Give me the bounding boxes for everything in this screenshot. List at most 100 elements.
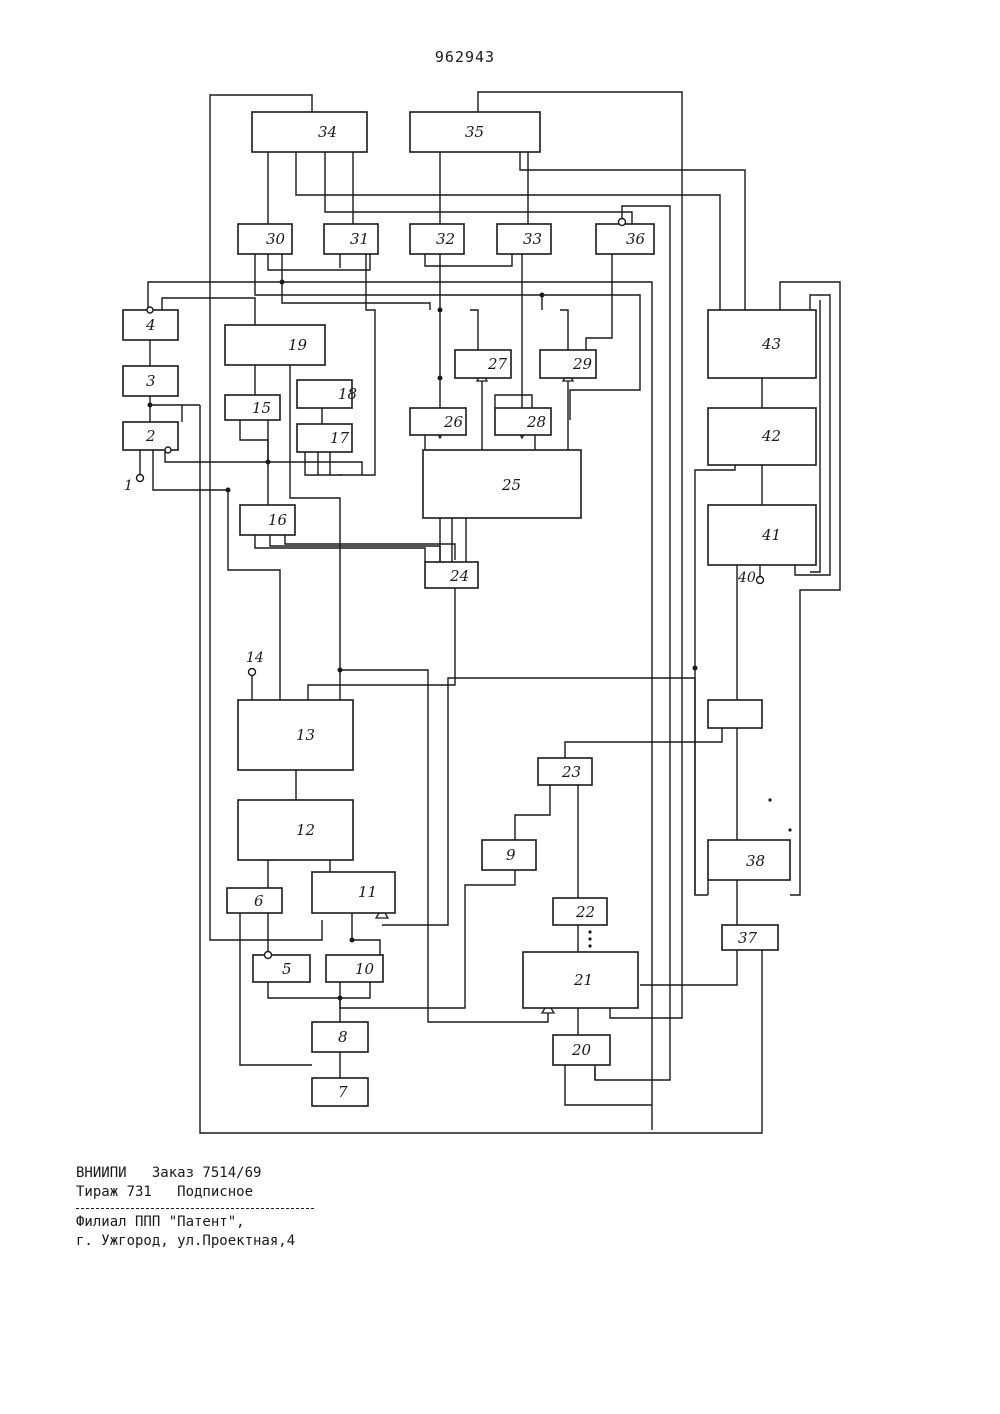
ellipsis-dot bbox=[588, 930, 591, 933]
block-4: 4 bbox=[123, 310, 178, 340]
junction-dot bbox=[226, 488, 231, 493]
block-6: 6 bbox=[227, 888, 282, 913]
block-label: 9 bbox=[506, 846, 516, 864]
block-43: 43 bbox=[708, 310, 816, 378]
block-label: 36 bbox=[626, 230, 646, 248]
terminal-node-4 bbox=[147, 307, 153, 313]
junction-dot bbox=[540, 293, 545, 298]
block-label: 29 bbox=[572, 355, 593, 373]
wire-24-13 bbox=[308, 588, 455, 700]
block-30: 30 bbox=[238, 224, 292, 254]
block-label: 11 bbox=[358, 883, 377, 901]
block-32: 32 bbox=[410, 224, 464, 254]
block-label: 5 bbox=[282, 960, 292, 978]
block-24: 24 bbox=[425, 562, 478, 588]
block-38: 38 bbox=[708, 840, 790, 880]
block-25: 25 bbox=[423, 450, 581, 518]
block-label: 16 bbox=[268, 511, 288, 529]
block-3: 3 bbox=[123, 366, 178, 396]
block-label: 19 bbox=[288, 336, 308, 354]
wire-16-24 bbox=[255, 535, 455, 562]
block-label: 13 bbox=[296, 726, 315, 744]
block-label: 26 bbox=[443, 413, 464, 431]
block-label: 2 bbox=[145, 427, 156, 445]
block-35: 35 bbox=[410, 112, 540, 152]
junction-dot bbox=[338, 996, 343, 1001]
block-26: 26 bbox=[410, 408, 466, 435]
junction-dot bbox=[280, 280, 285, 285]
terminal-40: 40 bbox=[737, 565, 764, 586]
block-27: 27 bbox=[455, 350, 511, 378]
block-label: 25 bbox=[501, 476, 521, 494]
block-16: 16 bbox=[240, 505, 295, 535]
block-29: 29 bbox=[540, 350, 596, 378]
block-label: 20 bbox=[571, 1041, 592, 1059]
block-12: 12 bbox=[238, 800, 353, 860]
block-label: 28 bbox=[526, 413, 546, 431]
block-36: 36 bbox=[596, 224, 654, 254]
footer-divider bbox=[76, 1208, 314, 1209]
junction-dot bbox=[266, 460, 271, 465]
wire-34-bus bbox=[325, 152, 632, 224]
block-label: 24 bbox=[449, 567, 469, 585]
wire-2-out bbox=[165, 450, 362, 475]
block-label: 4 bbox=[145, 316, 156, 334]
block-label: 27 bbox=[487, 355, 508, 373]
blocks: 34 35 30 31 32 33 36 4 3 2 19 15 18 17 1… bbox=[123, 112, 816, 1106]
block-label: 33 bbox=[523, 230, 542, 248]
wire-39-23 bbox=[565, 728, 722, 758]
block-42: 42 bbox=[708, 408, 816, 465]
block-label: 18 bbox=[338, 385, 357, 403]
ellipsis-dot bbox=[588, 944, 591, 947]
block-10: 10 bbox=[326, 955, 383, 982]
block-label: 6 bbox=[254, 892, 264, 910]
block-label: 17 bbox=[330, 429, 350, 447]
block-7: 7 bbox=[312, 1078, 368, 1106]
wire-to-29 bbox=[560, 310, 568, 350]
wire-20-loop bbox=[565, 1065, 652, 1105]
block-label: 34 bbox=[318, 123, 337, 141]
block-diagram: 34 35 30 31 32 33 36 4 3 2 19 15 18 17 1… bbox=[0, 0, 1000, 1150]
block-18: 18 bbox=[297, 380, 357, 408]
block-5: 5 bbox=[253, 955, 310, 982]
block-28: 28 bbox=[495, 408, 551, 435]
block-22: 22 bbox=[553, 898, 607, 925]
block-label: 32 bbox=[436, 230, 455, 248]
block-label: 43 bbox=[761, 335, 781, 353]
terminal-label: 1 bbox=[124, 478, 133, 494]
wire-37-21 bbox=[640, 950, 737, 985]
terminal-label: 14 bbox=[246, 650, 264, 666]
wire-5-8 bbox=[268, 982, 370, 1022]
terminal-node-36 bbox=[619, 219, 626, 226]
junction-dot bbox=[338, 668, 343, 673]
junction-dot bbox=[788, 828, 791, 831]
wire-36-right bbox=[595, 206, 670, 1080]
block-34: 34 bbox=[252, 112, 367, 152]
block-label: 8 bbox=[338, 1028, 348, 1046]
junction-dot bbox=[438, 376, 443, 381]
wire-30-19 bbox=[268, 254, 370, 270]
footer-line-order: ВНИИПИ Заказ 7514/69 bbox=[76, 1164, 396, 1183]
block-label: 3 bbox=[146, 372, 156, 390]
block-21: 21 bbox=[523, 952, 638, 1008]
block-label: 12 bbox=[296, 821, 315, 839]
block-label: 35 bbox=[465, 123, 484, 141]
block-2: 2 bbox=[123, 422, 178, 450]
wire-36-29 bbox=[586, 254, 612, 352]
footer-line-circulation: Тираж 731 Подписное bbox=[76, 1183, 396, 1202]
block-9: 9 bbox=[482, 840, 536, 870]
wire-to-27 bbox=[470, 310, 478, 350]
junction-dot bbox=[438, 308, 443, 313]
block-39 bbox=[708, 700, 762, 728]
wire-23-9 bbox=[515, 785, 550, 840]
block-41: 41 bbox=[708, 505, 816, 565]
wire-11-right bbox=[382, 678, 708, 925]
block-8: 8 bbox=[312, 1022, 368, 1052]
vertical-ellipsis bbox=[588, 930, 591, 947]
ellipsis-dot bbox=[588, 937, 591, 940]
block-31: 31 bbox=[324, 224, 378, 254]
publication-footer: ВНИИПИ Заказ 7514/69 Тираж 731 Подписное… bbox=[76, 1164, 396, 1251]
block-label: 15 bbox=[252, 399, 271, 417]
block-label: 38 bbox=[746, 852, 765, 870]
junction-dot bbox=[148, 403, 153, 408]
